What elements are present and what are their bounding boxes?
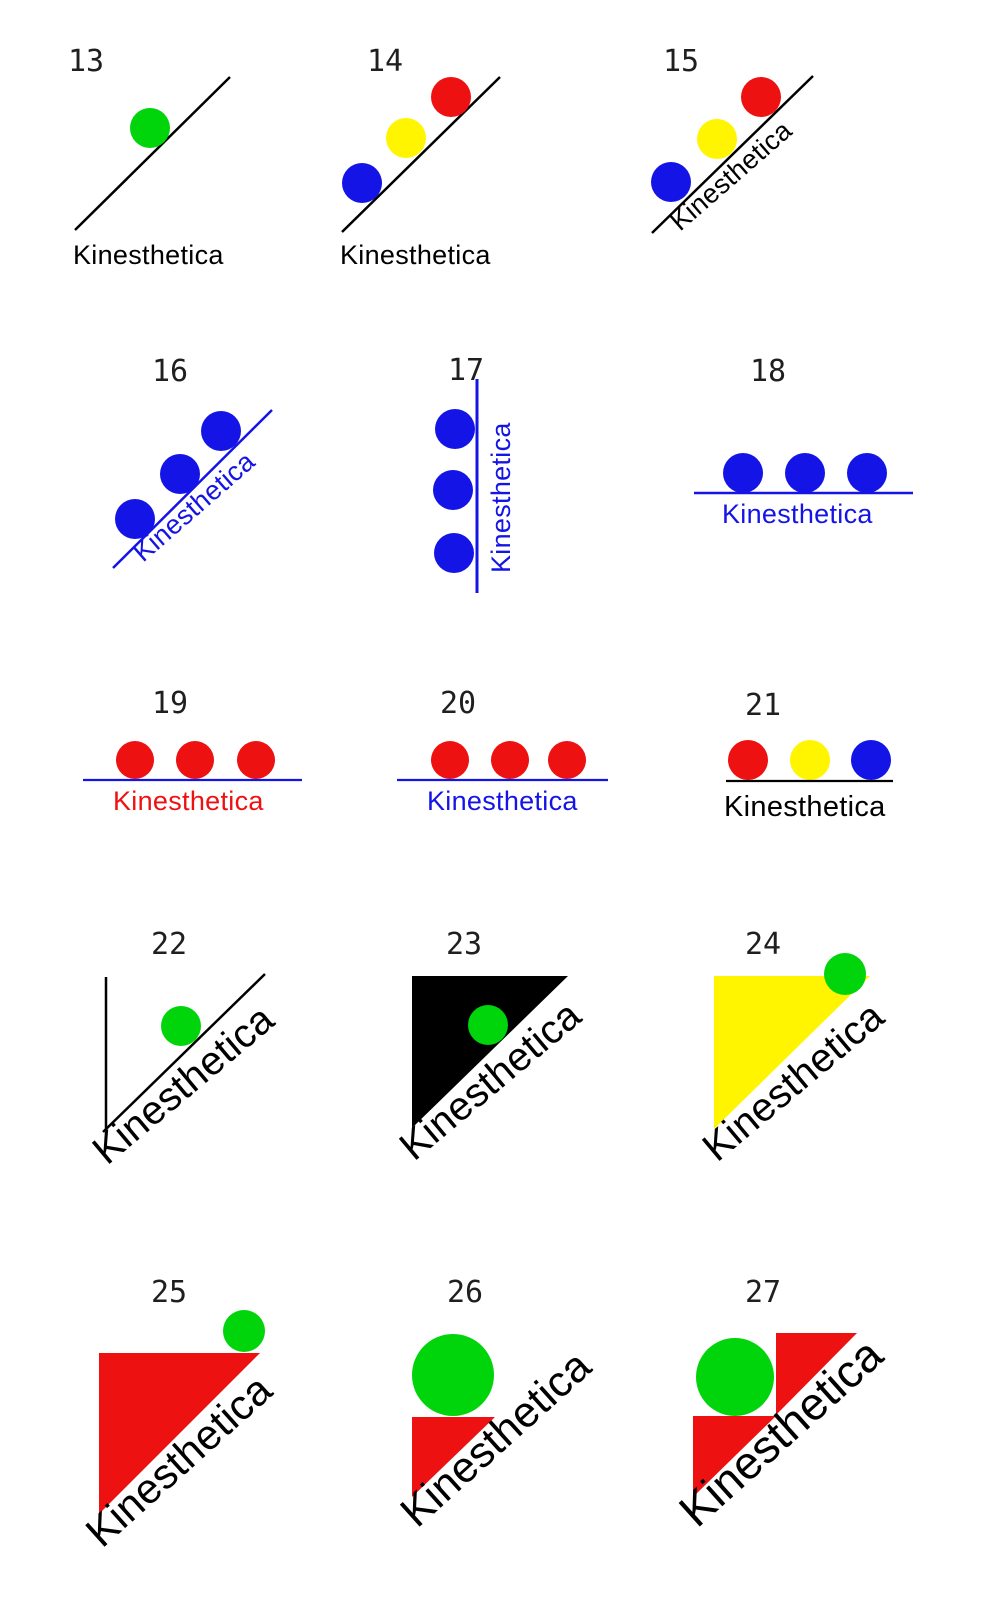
variant-17-blue-circle-1 <box>435 409 475 449</box>
variant-23-number: 23 <box>446 927 482 962</box>
variant-19-red-circle-2 <box>176 741 214 779</box>
variant-17-wordmark: Kinesthetica <box>486 422 516 573</box>
variant-23-green-circle <box>468 1005 508 1045</box>
variant-13-green-circle <box>130 108 170 148</box>
variant-26-green-circle <box>412 1334 494 1416</box>
variant-22-number: 22 <box>151 927 187 962</box>
variant-15-number: 15 <box>663 44 699 79</box>
variant-21-wordmark: Kinesthetica <box>724 791 886 823</box>
logo-variant-19: 19 Kinesthetica <box>83 686 302 816</box>
variant-15-yellow-circle <box>697 119 737 159</box>
variant-16-number: 16 <box>152 354 188 389</box>
variant-27-red-triangle-bottom <box>693 1416 776 1497</box>
variant-15-red-circle <box>741 77 781 117</box>
variant-18-wordmark: Kinesthetica <box>722 499 873 529</box>
variant-16-blue-circle-3 <box>201 411 241 451</box>
logo-variant-27: 27 Kinesthetica <box>669 1275 893 1536</box>
variant-20-red-circle-3 <box>548 741 586 779</box>
variant-26-red-triangle <box>412 1417 495 1497</box>
logo-variant-18: 18 Kinesthetica <box>694 354 913 529</box>
variant-17-blue-circle-2 <box>433 470 473 510</box>
variant-27-number: 27 <box>745 1275 781 1310</box>
variant-22-diagonal-line <box>102 973 266 1133</box>
logo-variant-17: 17 Kinesthetica <box>433 353 516 593</box>
logo-variant-21: 21 Kinesthetica <box>724 688 893 823</box>
logo-variant-24: 24 Kinesthetica <box>695 927 893 1170</box>
variant-19-number: 19 <box>152 686 188 721</box>
variant-27-red-triangle-top <box>776 1333 857 1415</box>
variant-25-red-triangle <box>99 1353 260 1514</box>
variant-14-red-circle <box>431 77 471 117</box>
logo-variant-25: 25 Kinesthetica <box>77 1275 281 1556</box>
logo-variant-23: 23 Kinesthetica <box>392 927 590 1169</box>
variant-20-wordmark: Kinesthetica <box>427 786 578 816</box>
variant-20-number: 20 <box>440 686 476 721</box>
variant-18-blue-circle-2 <box>785 453 825 493</box>
variant-17-blue-circle-3 <box>434 533 474 573</box>
variant-14-yellow-circle <box>386 118 426 158</box>
variant-15-blue-circle <box>651 162 691 202</box>
variant-21-number: 21 <box>745 688 781 723</box>
variant-27-green-circle <box>696 1338 774 1416</box>
variant-19-wordmark: Kinesthetica <box>113 786 264 816</box>
variant-18-blue-circle-3 <box>847 453 887 493</box>
variant-18-blue-circle-1 <box>723 453 763 493</box>
variant-17-number: 17 <box>448 353 484 388</box>
logo-variant-20: 20 Kinesthetica <box>397 686 608 816</box>
variant-25-number: 25 <box>151 1275 187 1310</box>
variant-21-red-circle <box>728 740 768 780</box>
variant-14-wordmark: Kinesthetica <box>340 240 491 270</box>
variant-14-number: 14 <box>367 44 403 79</box>
variant-14-blue-circle <box>342 163 382 203</box>
variant-13-diagonal-line <box>74 76 231 231</box>
variant-24-number: 24 <box>745 927 781 962</box>
variant-14-diagonal-line <box>341 76 501 233</box>
logo-variant-26: 26 Kinesthetica <box>392 1275 601 1536</box>
logo-variant-13: 13 Kinesthetica <box>68 44 231 270</box>
variant-19-red-circle-1 <box>116 741 154 779</box>
variant-20-red-circle-2 <box>491 741 529 779</box>
variant-21-blue-circle <box>851 740 891 780</box>
logo-variant-14: 14 Kinesthetica <box>340 44 501 270</box>
logo-variant-16: 16 Kinesthetica <box>112 354 273 569</box>
variant-21-yellow-circle <box>790 740 830 780</box>
variant-24-yellow-triangle <box>714 976 870 1129</box>
variant-22-green-circle <box>161 1006 201 1046</box>
logo-variant-15: 15 Kinesthetica <box>651 44 814 237</box>
variant-13-wordmark: Kinesthetica <box>73 240 224 270</box>
variant-15-diagonal-line <box>651 75 814 234</box>
variant-16-blue-circle-2 <box>160 454 200 494</box>
variant-25-green-circle <box>223 1310 265 1352</box>
variant-26-number: 26 <box>447 1275 483 1310</box>
variant-19-red-circle-3 <box>237 741 275 779</box>
variant-18-number: 18 <box>750 354 786 389</box>
variant-24-green-circle <box>824 953 866 995</box>
variant-20-red-circle-1 <box>431 741 469 779</box>
variant-16-blue-circle-1 <box>115 499 155 539</box>
variant-23-black-triangle <box>412 976 568 1128</box>
variant-13-number: 13 <box>68 44 104 79</box>
logo-variant-22: 22 Kinesthetica <box>85 927 283 1173</box>
